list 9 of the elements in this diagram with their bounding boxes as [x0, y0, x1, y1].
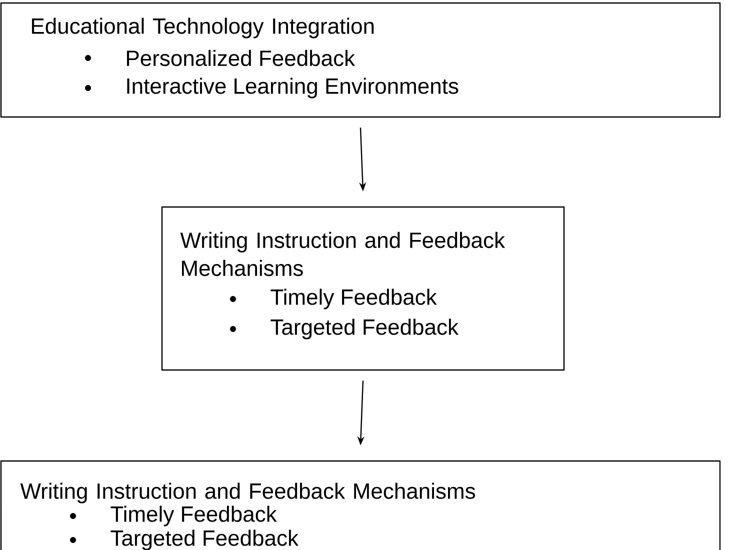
- box-heading: Writing Instruction and Feedback Mechanisms: [180, 232, 506, 276]
- bullet-item: Targeted Feedback: [70, 530, 299, 550]
- bullet-item: Personalized Feedback: [85, 50, 356, 66]
- bullet-item: Targeted Feedback: [230, 318, 459, 340]
- bullet-item: Timely Feedback: [230, 288, 437, 310]
- bullet-item: Interactive Learning Environments: [85, 78, 458, 98]
- bullet-item: Timely Feedback: [70, 506, 277, 526]
- box-heading: Writing Instruction and Feedback Mechanisms: [20, 482, 476, 504]
- box-heading: Educational Technology Integration: [32, 18, 374, 38]
